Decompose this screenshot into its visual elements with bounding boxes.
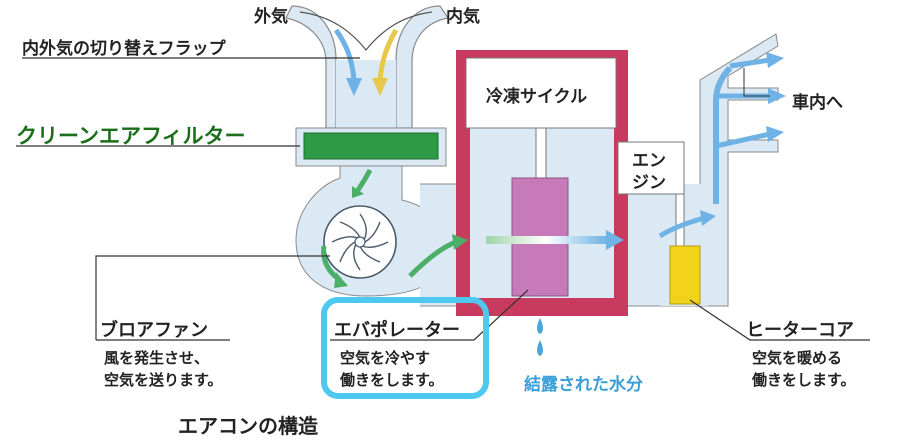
- blower-leader: [95, 255, 330, 340]
- engine-label-line1: エン: [632, 151, 666, 171]
- blower-fan-label: ブロアファン: [100, 320, 208, 341]
- green-arrow-down-head: [352, 186, 364, 198]
- filter-label: クリーンエアフィルター: [16, 124, 246, 148]
- outlet-leader: [743, 68, 770, 97]
- heater-core-label: ヒーターコア: [746, 320, 854, 341]
- refrigeration-cycle-label: 冷凍サイクル: [486, 87, 588, 107]
- water-drop-1: [537, 318, 543, 334]
- heater-leader: [689, 299, 870, 341]
- blower-desc-line2: 空気を送ります。: [104, 371, 223, 389]
- outlet-arrow-top-head: [766, 52, 784, 68]
- heater-desc-line2: 働きをします。: [752, 371, 856, 389]
- engine-label-line2: ジン: [632, 173, 666, 193]
- clean-air-filter: [303, 132, 439, 160]
- flap-label: 内外気の切り替えフラップ: [22, 39, 226, 59]
- green-arrow-left-head: [334, 272, 348, 288]
- green-arrow-down: [355, 168, 373, 192]
- water-drop-2: [537, 340, 543, 356]
- heater-core: [669, 245, 701, 305]
- engine-pipe: [675, 193, 685, 247]
- blue-arrow-to-heater-head: [700, 210, 716, 226]
- outside-air-arrowhead: [346, 78, 362, 96]
- blower-fan: [323, 205, 397, 279]
- green-arrow-right-head: [452, 234, 468, 250]
- outlet-arrow-bottom: [715, 131, 771, 149]
- blue-arrow-to-heater: [658, 215, 705, 239]
- evaporator-desc-line1: 空気を冷やす: [340, 349, 431, 367]
- blue-arrow-up: [713, 65, 733, 204]
- outside-air-arrow: [333, 28, 357, 81]
- outlet-duct: [699, 33, 779, 307]
- to-cabin-label: 車内へ: [792, 93, 843, 113]
- evaporator-label: エバポレーター: [334, 320, 460, 341]
- engine-box: [617, 141, 685, 195]
- intake-trunk: [336, 60, 396, 140]
- outlet-arrow-bottom-head: [766, 126, 784, 142]
- evap-flow-arrow: [486, 236, 606, 244]
- flap: [299, 11, 433, 51]
- diagram-title: エアコンの構造: [178, 414, 318, 438]
- evap-flow-arrowhead: [606, 230, 624, 250]
- inside-air-arrowhead: [372, 78, 388, 96]
- intake-duct: [285, 5, 450, 129]
- evaporator-desc-line2: 働きをします。: [340, 371, 444, 389]
- refrigeration-cycle-box: [465, 57, 617, 129]
- refrigeration-pipe: [535, 127, 547, 179]
- evaporator-highlight: [321, 297, 489, 399]
- blower-desc-line1: 風を発生させ、: [104, 349, 210, 367]
- inside-air-label: 内気: [446, 7, 480, 27]
- green-arrow-right: [408, 239, 457, 278]
- outside-air-label: 外気: [254, 7, 288, 27]
- inside-air-arrow: [377, 28, 399, 81]
- heater-desc-line1: 空気を暖める: [752, 349, 843, 367]
- outlet-arrow-top: [729, 57, 771, 69]
- condensed-water-label: 結露された水分: [524, 375, 643, 395]
- outlet-arrow-mid-head: [768, 88, 786, 104]
